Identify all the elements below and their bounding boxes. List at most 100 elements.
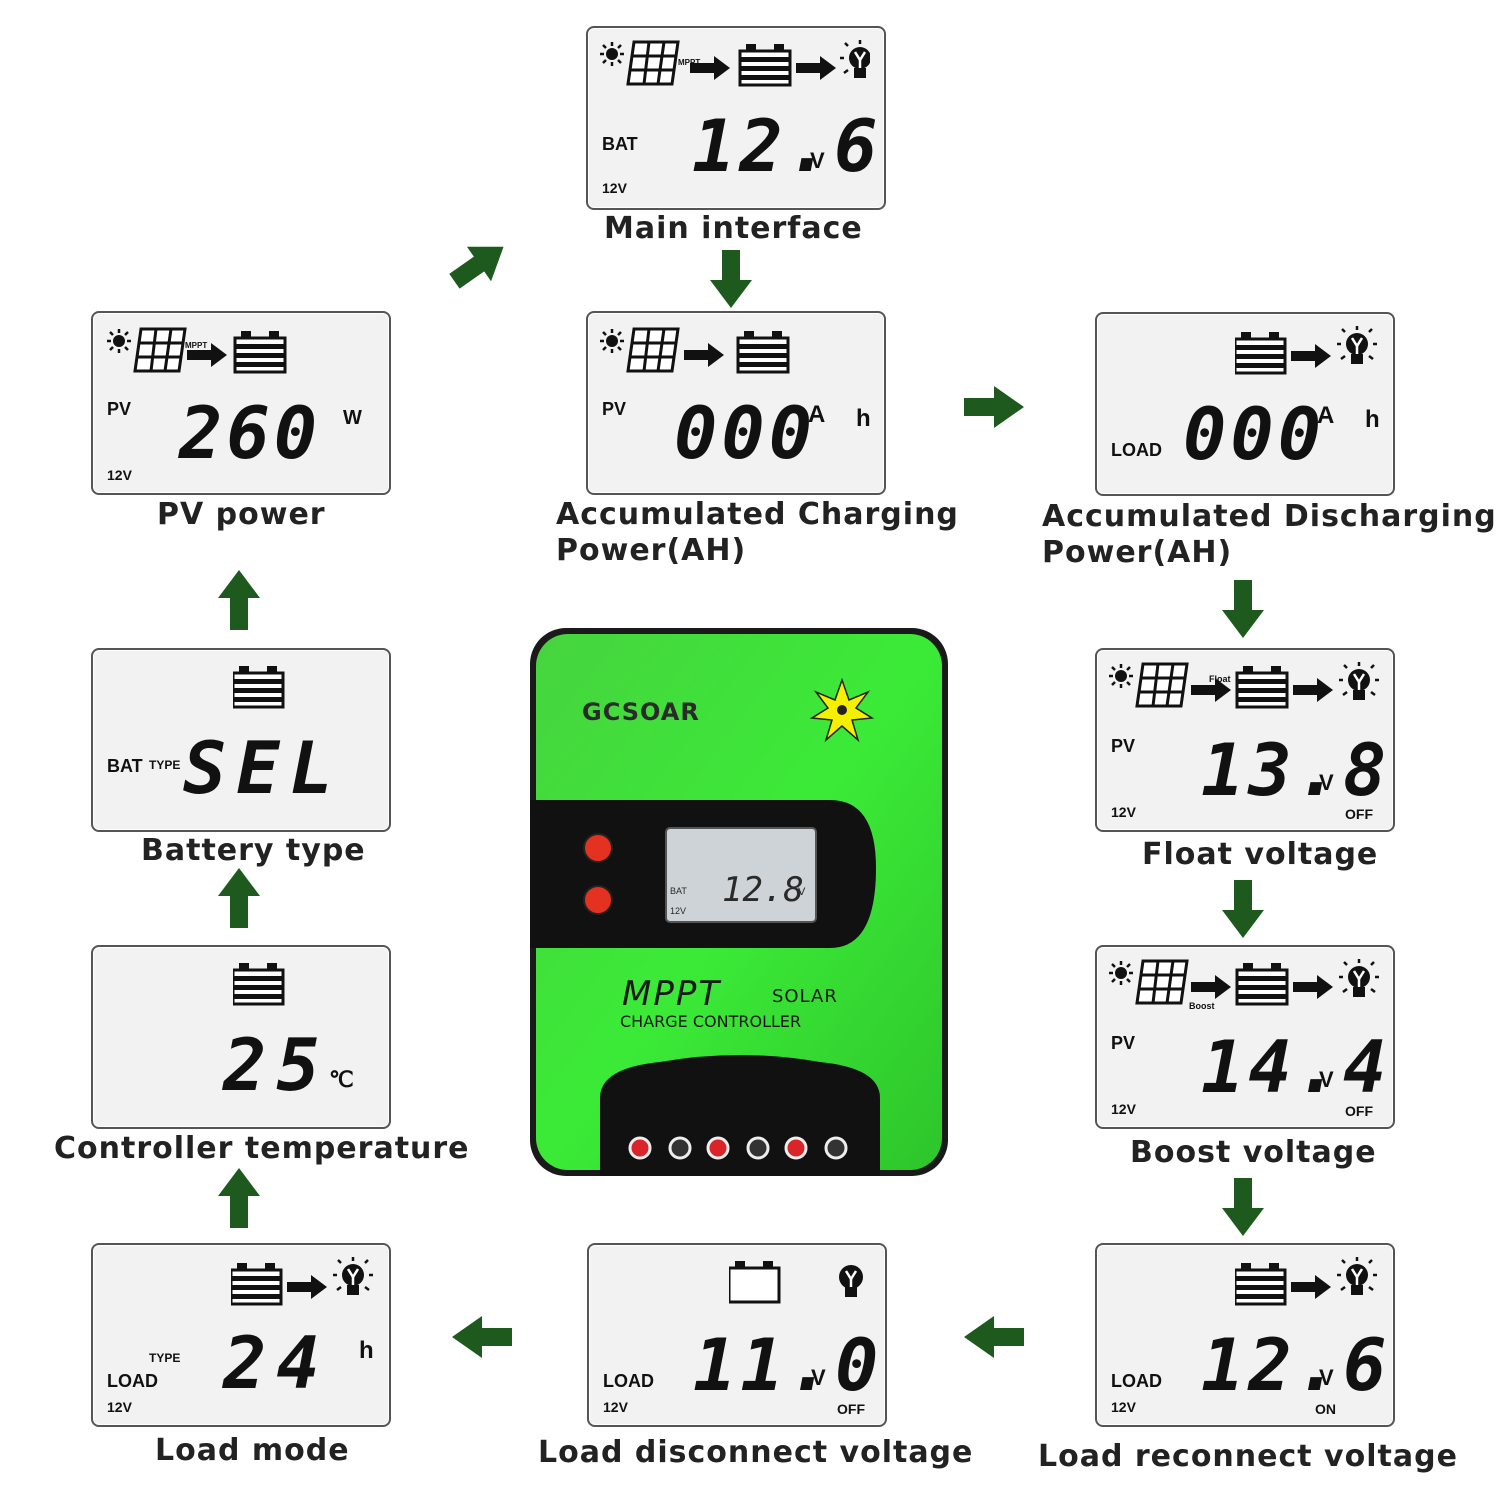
sun-icon: [1109, 959, 1135, 987]
solar-panel-icon: [626, 40, 680, 86]
battery-icon: [233, 961, 285, 1006]
bulb-icon: [331, 1255, 375, 1297]
flow-arrow-up: [218, 570, 260, 630]
sun-icon: [600, 40, 626, 68]
panel-reading: 260: [179, 391, 322, 475]
panel-voltage: 12V: [1111, 1399, 1136, 1415]
status-icons: [1235, 324, 1379, 375]
flow-arrow-up: [218, 1168, 260, 1228]
panel-reading: 000: [1183, 392, 1326, 476]
arrow-icon: [684, 343, 724, 367]
flow-arrow-down: [1222, 1178, 1264, 1236]
status-icons: [233, 664, 285, 709]
flow-arrow-up: [218, 868, 260, 928]
lcd-panel-battery-type: BAT TYPE SEL: [91, 648, 391, 832]
panel-left-label: BAT: [602, 134, 638, 154]
status-icons: [231, 1255, 375, 1306]
lcd-panel-pv-power: MPPT PV 260 W 12V: [91, 311, 391, 495]
flow-arrow-right: [964, 386, 1024, 428]
status-icons: [1109, 957, 1381, 1006]
enter-button: [583, 885, 613, 915]
arrow-icon: [1293, 975, 1333, 999]
battery-icon: [738, 42, 792, 87]
boost-tag: Boost: [1189, 1001, 1215, 1011]
panel-unit-h: h: [856, 405, 871, 432]
arrow-icon: [287, 1275, 327, 1299]
panel-voltage: 12V: [107, 467, 132, 483]
solar-panel-icon: [1135, 662, 1189, 708]
panel-reading: 12.6: [692, 104, 882, 188]
status-icons: [1235, 1255, 1379, 1306]
device-subtitle: SOLAR: [772, 986, 838, 1007]
arrow-icon: [1191, 975, 1231, 999]
lcd-panel-main: MPPT BAT 12.6 V 12V: [586, 26, 886, 210]
lcd-panel-float-voltage: Float PV 13.8 V 12V OFF: [1095, 648, 1395, 832]
sun-icon: [600, 327, 626, 355]
device-lcd: [665, 827, 817, 923]
sun-logo-icon: [809, 677, 875, 743]
panel-unit-h: h: [1365, 406, 1380, 433]
panel-reading: SEL: [183, 726, 344, 810]
panel-unit: V: [811, 1365, 826, 1390]
caption-battery-type: Battery type: [141, 833, 366, 868]
panel-unit-a: A: [808, 401, 826, 428]
flow-arrow-down: [1222, 880, 1264, 938]
bulb-icon: [1335, 1255, 1379, 1297]
device-title: MPPT: [622, 974, 722, 1014]
flow-arrow-down: [710, 250, 752, 308]
panel-reading: 14.4: [1201, 1025, 1391, 1109]
float-tag: Float: [1209, 674, 1231, 684]
panel-state: ON: [1315, 1401, 1336, 1417]
device-lcd-unit: V: [798, 886, 806, 898]
panel-voltage: 12V: [602, 180, 627, 196]
panel-left-label: BAT: [107, 756, 143, 776]
caption-float-voltage: Float voltage: [1142, 837, 1379, 872]
lcd-panel-load-reconnect: LOAD 12.6 V 12V ON: [1095, 1243, 1395, 1427]
bulb-icon: [1337, 957, 1381, 999]
panel-type-label: TYPE: [149, 758, 181, 772]
caption-main: Main interface: [604, 211, 863, 246]
bulb-icon: [837, 1263, 865, 1299]
panel-voltage: 12V: [603, 1399, 628, 1415]
arrow-icon: [796, 56, 836, 80]
bulb-status: [837, 1263, 865, 1299]
menu-button: [583, 833, 613, 863]
caption-load-reconnect: Load reconnect voltage: [1038, 1439, 1458, 1474]
solar-panel-icon: [626, 327, 680, 373]
panel-voltage: 12V: [107, 1399, 132, 1415]
arrow-icon: [1291, 344, 1331, 368]
status-icons: [233, 961, 285, 1006]
bulb-icon: [838, 38, 870, 80]
charge-controller-device: GCSOAR MPPT SOLAR CHARGE CONTROLLER 12.8…: [530, 628, 948, 1176]
panel-unit: ℃: [329, 1067, 354, 1092]
panel-reading: 11.0: [693, 1323, 883, 1407]
bulb-icon: [1337, 660, 1381, 702]
caption-charge-ah-line2: Power(AH): [556, 533, 747, 568]
flow-arrow-left: [452, 1316, 512, 1358]
status-icons: [600, 38, 870, 87]
panel-reading: 12.6: [1201, 1323, 1391, 1407]
terminal-screws: [628, 1136, 848, 1160]
panel-left-label: LOAD: [1111, 1371, 1162, 1391]
lcd-panel-discharge-ah: LOAD 000 A h: [1095, 312, 1395, 496]
device-lcd-label: BAT: [670, 886, 687, 896]
mppt-tag: MPPT: [678, 58, 701, 67]
flow-arrow-down: [1222, 580, 1264, 638]
panel-reading: 000: [674, 391, 817, 475]
mppt-tag: MPPT: [185, 341, 208, 350]
device-lcd-reading: 12.8: [722, 870, 804, 910]
battery-icon: [736, 329, 790, 374]
arrow-icon: [1291, 1275, 1331, 1299]
battery-icon: [1235, 1261, 1287, 1306]
battery-icon: [233, 329, 287, 374]
panel-left-label: PV: [602, 399, 627, 419]
battery-icon: [1235, 664, 1289, 709]
panel-unit: V: [810, 148, 825, 173]
caption-controller-temp: Controller temperature: [54, 1131, 470, 1166]
caption-discharge-ah-line2: Power(AH): [1042, 535, 1233, 570]
caption-load-mode: Load mode: [155, 1433, 350, 1468]
panel-reading: 24: [223, 1321, 330, 1405]
panel-left-label: PV: [1111, 736, 1136, 756]
lcd-panel-load-mode: TYPE LOAD 24 h 12V: [91, 1243, 391, 1427]
status-icons: [107, 327, 287, 374]
